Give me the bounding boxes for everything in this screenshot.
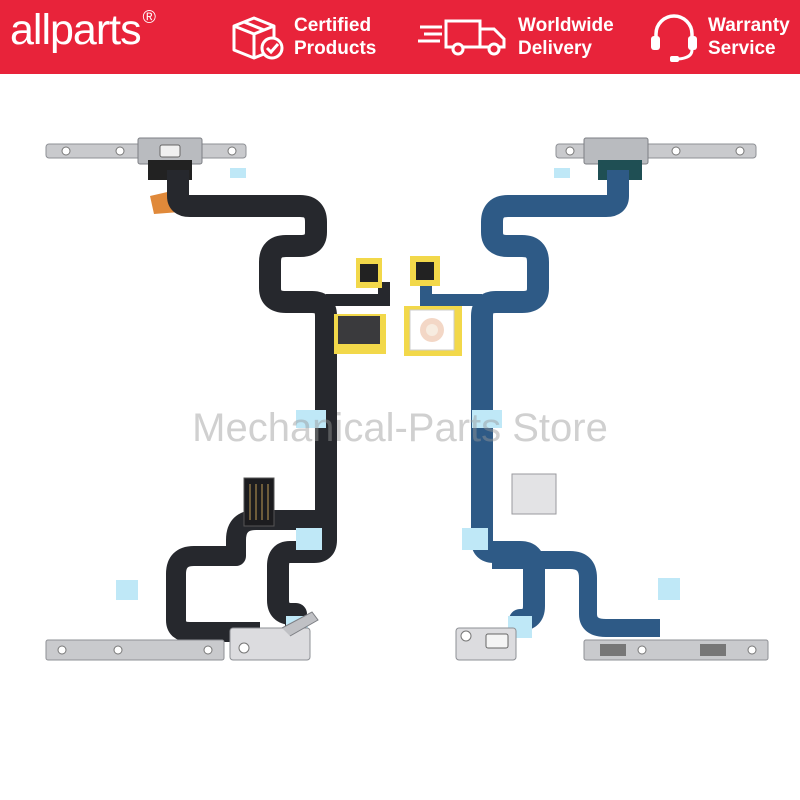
headset-icon (651, 14, 697, 62)
box-check-icon (232, 16, 284, 60)
left-bottom-bracket (45, 611, 319, 661)
feature-line1: Warranty (708, 15, 790, 36)
right-flex-cable (404, 137, 769, 661)
feature-line2: Delivery (518, 38, 592, 59)
feature-line2: Products (294, 38, 377, 59)
product-photo (45, 137, 769, 661)
feature-line1: Worldwide (518, 15, 614, 36)
left-flex-cable (45, 137, 390, 661)
brand-name: allparts (10, 6, 142, 54)
delivery-truck-icon (418, 19, 506, 56)
right-top-bracket (554, 137, 757, 180)
feature-line2: Service (708, 38, 776, 59)
registered-mark: ® (142, 6, 156, 27)
feature-line1: Certified (294, 15, 372, 36)
brand-logo[interactable]: allparts® (10, 6, 156, 55)
right-bottom-bracket (455, 627, 769, 661)
left-top-bracket (45, 137, 247, 180)
watermark: Mechanical-Parts Store (192, 406, 608, 450)
